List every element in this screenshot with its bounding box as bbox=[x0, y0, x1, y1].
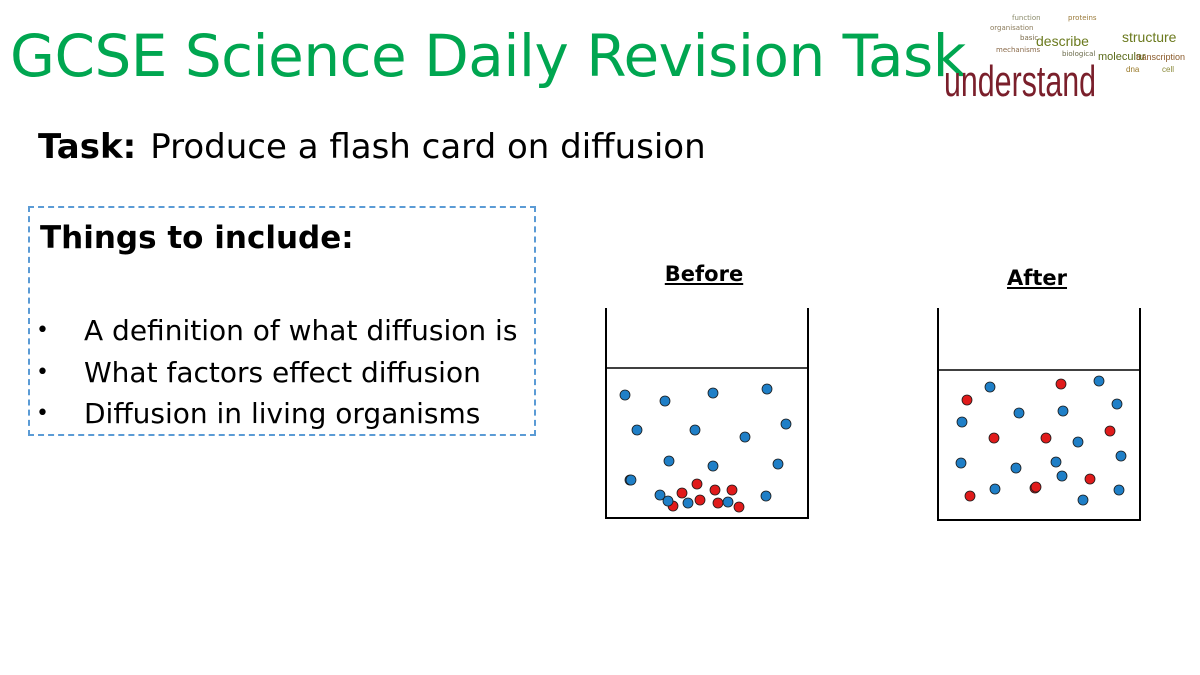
blue-particle bbox=[956, 416, 968, 428]
after-beaker-diagram bbox=[937, 308, 1141, 521]
blue-particle bbox=[1077, 494, 1089, 506]
blue-particle bbox=[780, 418, 792, 430]
red-particle bbox=[676, 487, 688, 499]
logo-word-small: mechanisms bbox=[996, 46, 1041, 54]
task-label: Task: bbox=[38, 127, 137, 167]
bullet-glyph: • bbox=[36, 318, 49, 343]
blue-particle bbox=[631, 424, 643, 436]
red-particle bbox=[726, 484, 738, 496]
beaker-outline bbox=[605, 308, 809, 519]
blue-particle bbox=[659, 395, 671, 407]
red-particle bbox=[694, 494, 706, 506]
red-particle bbox=[712, 497, 724, 509]
red-particle bbox=[988, 432, 1000, 444]
bullet-glyph: • bbox=[36, 401, 49, 426]
red-particle bbox=[1055, 378, 1067, 390]
blue-particle bbox=[707, 460, 719, 472]
bullet-glyph: • bbox=[36, 359, 49, 385]
logo-word: dna bbox=[1126, 65, 1140, 74]
blue-particle bbox=[619, 389, 631, 401]
blue-particle bbox=[984, 381, 996, 393]
blue-particle bbox=[1111, 398, 1123, 410]
blue-particle bbox=[1093, 375, 1105, 387]
before-label: Before bbox=[664, 262, 744, 286]
blue-particle bbox=[1057, 405, 1069, 417]
red-particle bbox=[709, 484, 721, 496]
logo-word-small: biological bbox=[1062, 50, 1095, 58]
blue-particle bbox=[707, 387, 719, 399]
logo-word-small: function bbox=[1012, 14, 1041, 22]
things-to-include-box: Things to include: •A definition of what… bbox=[28, 206, 536, 436]
logo-word: transcription bbox=[1136, 52, 1185, 62]
logo-word: molecular bbox=[1098, 51, 1146, 63]
before-beaker-diagram bbox=[605, 308, 809, 519]
logo-word-small: proteins bbox=[1068, 14, 1097, 22]
red-particle bbox=[964, 490, 976, 502]
blue-particle bbox=[1072, 436, 1084, 448]
blue-particle bbox=[1010, 462, 1022, 474]
blue-particle bbox=[625, 474, 637, 486]
blue-particle bbox=[760, 490, 772, 502]
things-to-include-heading: Things to include: bbox=[40, 220, 354, 256]
logo-word: structure bbox=[1122, 29, 1177, 45]
blue-particle bbox=[1115, 450, 1127, 462]
blue-particle bbox=[761, 383, 773, 395]
red-particle bbox=[1104, 425, 1116, 437]
logo-word: cell bbox=[1162, 65, 1174, 74]
logo-word-main: understand bbox=[944, 57, 1096, 105]
logo-word-small: organisation bbox=[990, 24, 1034, 32]
blue-particle bbox=[662, 495, 674, 507]
blue-particle bbox=[772, 458, 784, 470]
after-label: After bbox=[1006, 266, 1068, 290]
blue-particle bbox=[989, 483, 1001, 495]
blue-particle bbox=[955, 457, 967, 469]
blue-particle bbox=[739, 431, 751, 443]
task-text: Produce a flash card on diffusion bbox=[150, 127, 706, 167]
blue-particle bbox=[682, 497, 694, 509]
blue-particle bbox=[654, 489, 666, 501]
blue-particle bbox=[689, 424, 701, 436]
task-line: Task: Produce a flash card on diffusion bbox=[38, 127, 706, 167]
red-particle bbox=[1084, 473, 1096, 485]
word-cloud-logo: function organisation basic mechanisms p… bbox=[944, 14, 1185, 105]
red-particle bbox=[961, 394, 973, 406]
red-particle bbox=[1030, 481, 1042, 493]
slide-title: GCSE Science Daily Revision Task bbox=[10, 22, 966, 90]
logo-word: describe bbox=[1036, 33, 1089, 49]
blue-particle bbox=[1050, 456, 1062, 468]
blue-particle bbox=[1056, 470, 1068, 482]
beaker-outline bbox=[937, 308, 1141, 521]
logo-word-small: basic bbox=[1020, 34, 1038, 42]
blue-particle bbox=[1013, 407, 1025, 419]
red-particle bbox=[1040, 432, 1052, 444]
blue-particle bbox=[663, 455, 675, 467]
red-particle bbox=[733, 501, 745, 513]
blue-particle bbox=[1113, 484, 1125, 496]
red-particle bbox=[691, 478, 703, 490]
blue-particle bbox=[722, 496, 734, 508]
